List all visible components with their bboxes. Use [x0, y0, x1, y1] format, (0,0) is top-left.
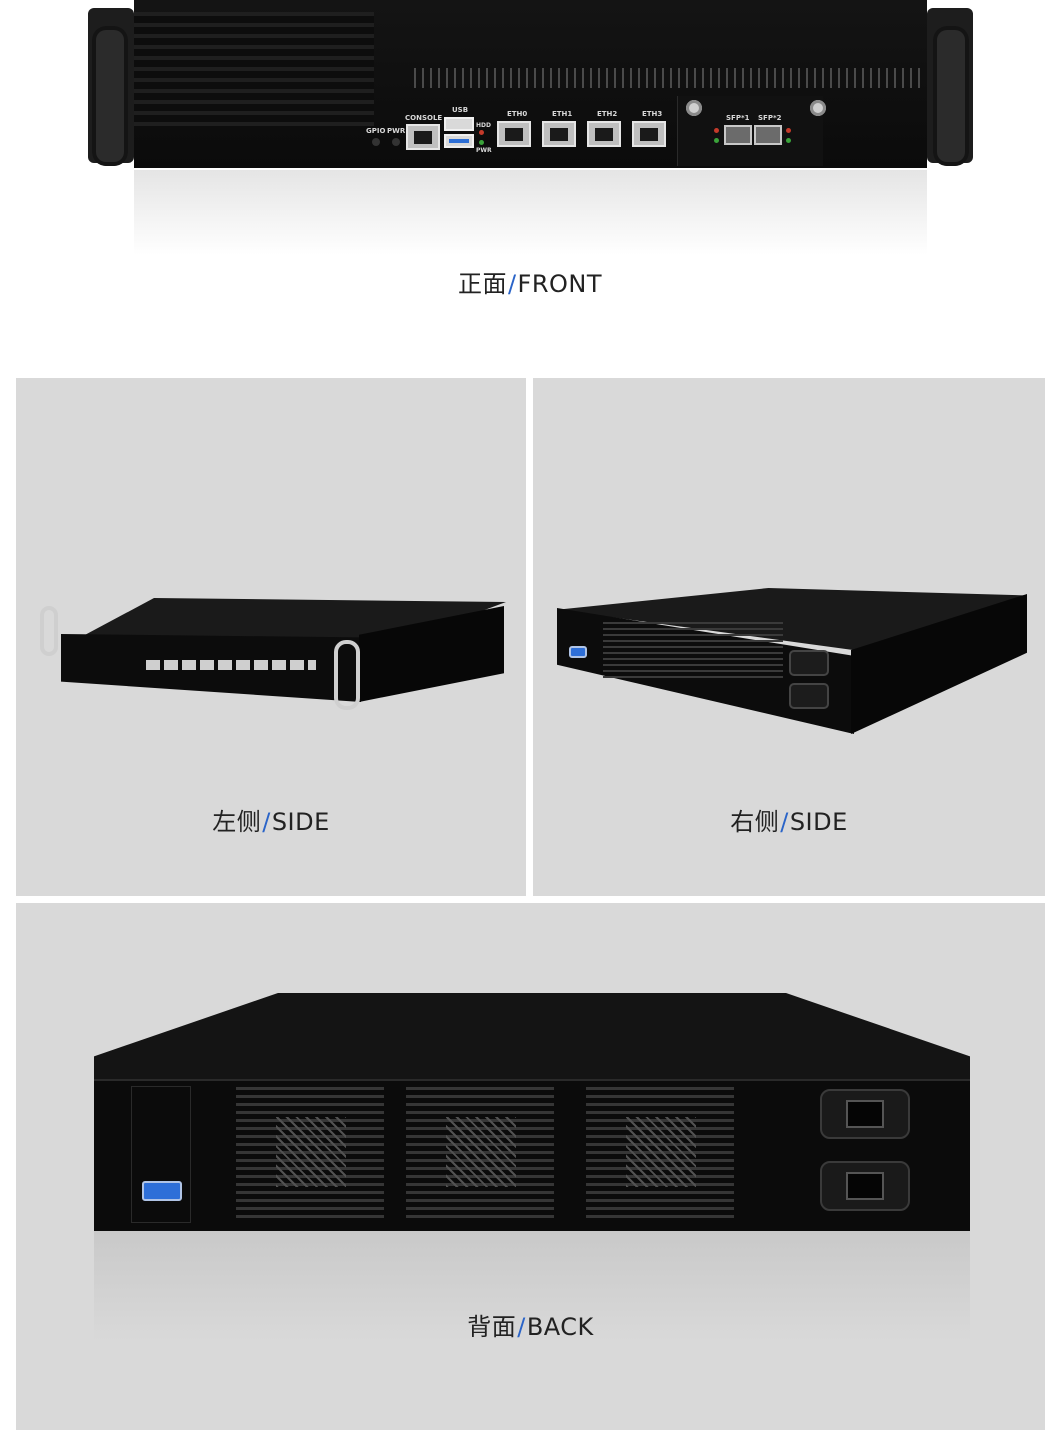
right-device-power-socket-2: [789, 683, 829, 709]
right-device-vga-port: [569, 646, 587, 658]
vent-block-2: [406, 1087, 554, 1222]
eth1-label: ETH1: [552, 110, 573, 118]
back-caption-cn: 背面: [467, 1313, 517, 1341]
left-caption-en: SIDE: [271, 808, 330, 836]
eth2-port: [587, 121, 621, 147]
back-reflection: [94, 1231, 970, 1341]
front-caption-en: FRONT: [517, 270, 603, 298]
hdd-label: HDD: [476, 122, 491, 129]
sfp1-port: [724, 125, 752, 145]
screw-left-icon: [686, 100, 702, 116]
right-caption-slash: /: [780, 808, 789, 836]
left-caption-slash: /: [262, 808, 271, 836]
sfp1-label: SFP*1: [726, 114, 750, 122]
pwr-label: PWR: [387, 127, 406, 135]
usb-label: USB: [452, 106, 469, 114]
handle-right: [933, 26, 969, 166]
back-device-top: [94, 993, 970, 1081]
front-caption-slash: /: [507, 270, 517, 298]
sfp2-led: [786, 128, 791, 133]
right-device-power-socket-1: [789, 650, 829, 676]
usb-port-bottom: [444, 134, 474, 148]
right-caption: 右侧/SIDE: [533, 802, 1045, 837]
left-device-handle-rear: [40, 606, 58, 656]
pwr-led: [479, 140, 484, 145]
front-caption: 正面/FRONT: [0, 264, 1060, 299]
left-side-panel: 左侧/SIDE: [16, 378, 526, 896]
back-panel: 背面/BACK: [16, 903, 1045, 1430]
left-caption: 左侧/SIDE: [16, 802, 526, 837]
console-port: [406, 124, 440, 150]
handle-left: [92, 26, 128, 166]
expansion-slot: [131, 1086, 191, 1223]
back-caption-en: BACK: [526, 1313, 594, 1341]
vga-port: [142, 1181, 182, 1201]
hdd-led: [479, 130, 484, 135]
sfp2-label: SFP*2: [758, 114, 782, 122]
eth1-port: [542, 121, 576, 147]
gpio-port: [372, 138, 380, 146]
vent-block-3: [586, 1087, 734, 1222]
back-caption-slash: /: [517, 1313, 526, 1341]
power-socket-1: [820, 1089, 910, 1139]
eth3-label: ETH3: [642, 110, 663, 118]
sfp2-led-2: [786, 138, 791, 143]
sfp1-led: [714, 128, 719, 133]
power-socket-2: [820, 1161, 910, 1211]
front-caption-cn: 正面: [457, 270, 507, 298]
left-device-handle: [334, 640, 360, 710]
power-socket-1-inner: [846, 1100, 884, 1128]
sfp1-led-2: [714, 138, 719, 143]
vent-block-1: [236, 1087, 384, 1222]
front-reflection: [134, 170, 927, 255]
eth0-port: [497, 121, 531, 147]
front-vents: [414, 68, 924, 88]
front-panel: GPIO PWR CONSOLE USB HDD PWR ETH0 ETH1 E…: [134, 0, 927, 168]
front-device-image: GPIO PWR CONSOLE USB HDD PWR ETH0 ETH1 E…: [88, 0, 973, 265]
right-caption-en: SIDE: [789, 808, 848, 836]
gpio-label: GPIO: [366, 127, 386, 135]
power-socket-2-inner: [846, 1172, 884, 1200]
front-stripes: [134, 12, 374, 132]
power-button: [392, 138, 400, 146]
console-label: CONSOLE: [405, 114, 443, 122]
eth0-label: ETH0: [507, 110, 528, 118]
right-side-panel: 右侧/SIDE: [533, 378, 1045, 896]
back-caption: 背面/BACK: [16, 1307, 1045, 1342]
sfp2-port: [754, 125, 782, 145]
right-device-vents: [603, 622, 783, 682]
eth3-port: [632, 121, 666, 147]
usb-port-top: [444, 117, 474, 131]
back-device-face: [94, 1079, 970, 1231]
pwr-led-label: PWR: [476, 147, 492, 154]
right-caption-cn: 右侧: [730, 808, 780, 836]
eth2-label: ETH2: [597, 110, 618, 118]
left-device-ports: [146, 660, 316, 670]
left-caption-cn: 左侧: [212, 808, 262, 836]
screw-right-icon: [810, 100, 826, 116]
